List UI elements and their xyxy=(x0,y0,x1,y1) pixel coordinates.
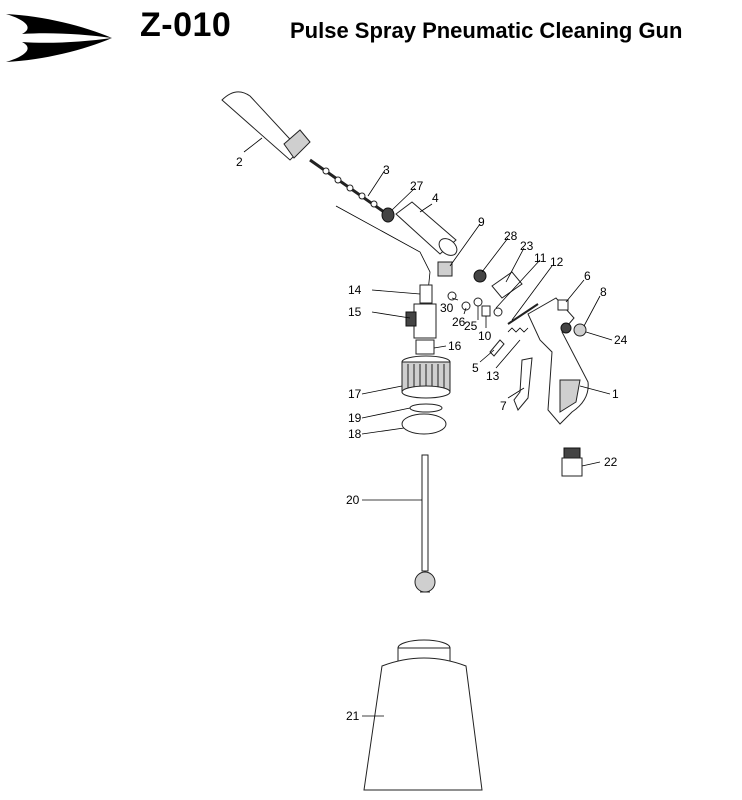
part-label: 26 xyxy=(452,315,466,329)
part-collar xyxy=(415,339,435,355)
part-air-fitting xyxy=(561,447,583,477)
part-label: 22 xyxy=(604,455,618,469)
part-ribbed-cap xyxy=(401,355,451,399)
part-label: 3 xyxy=(383,163,390,177)
part-label: 6 xyxy=(584,269,591,283)
part-label: 2 xyxy=(236,155,243,169)
part-label: 19 xyxy=(348,411,362,425)
part-label: 16 xyxy=(448,339,462,353)
part-sleeve xyxy=(395,201,458,256)
part-label: 28 xyxy=(504,229,518,243)
part-label: 30 xyxy=(440,301,454,315)
part-label: 23 xyxy=(520,239,534,253)
part-valve-body xyxy=(405,303,437,339)
part-gasket-18 xyxy=(401,413,447,435)
part-label: 17 xyxy=(348,387,362,401)
part-gun-body xyxy=(527,297,589,425)
part-washer xyxy=(473,269,487,283)
part-suction-tube xyxy=(414,454,436,593)
part-small-11 xyxy=(493,307,503,317)
part-label: 12 xyxy=(550,255,564,269)
part-rod xyxy=(507,303,539,325)
part-label: 7 xyxy=(500,399,507,413)
part-needle xyxy=(335,205,431,293)
part-label: 15 xyxy=(348,305,362,319)
part-label: 11 xyxy=(534,251,547,265)
part-label: 10 xyxy=(478,329,492,343)
part-label: 27 xyxy=(410,179,424,193)
part-small-nut xyxy=(557,299,569,311)
part-gasket-19 xyxy=(409,403,443,413)
part-label: 8 xyxy=(600,285,607,299)
part-label: 20 xyxy=(346,493,360,507)
part-small-ring-25 xyxy=(473,297,483,307)
part-small-ring-30 xyxy=(447,291,457,301)
part-label: 4 xyxy=(432,191,439,205)
part-label: 13 xyxy=(486,369,500,383)
part-label: 5 xyxy=(472,361,479,375)
part-label: 9 xyxy=(478,215,485,229)
part-label: 14 xyxy=(348,283,362,297)
part-fitting xyxy=(419,284,433,304)
part-pin xyxy=(489,339,505,357)
part-label: 25 xyxy=(464,319,478,333)
bird-wings-logo-icon xyxy=(6,14,112,62)
part-label: 21 xyxy=(346,709,360,723)
part-nozzle-cone xyxy=(221,91,311,161)
part-spring xyxy=(507,327,529,333)
part-tube xyxy=(309,158,385,214)
part-ring xyxy=(381,207,395,223)
part-small-10 xyxy=(481,305,491,317)
model-number: Z-010 xyxy=(140,6,232,44)
part-cap xyxy=(573,323,587,337)
part-nut xyxy=(437,261,453,277)
part-small-ring-26 xyxy=(461,301,471,311)
part-label: 1 xyxy=(612,387,619,401)
part-label: 24 xyxy=(614,333,628,347)
leader-lines xyxy=(243,137,613,717)
page-title: Pulse Spray Pneumatic Cleaning Gun xyxy=(290,18,683,43)
part-label: 18 xyxy=(348,427,362,441)
part-bottle xyxy=(363,639,483,791)
part-trigger xyxy=(513,357,533,411)
part-cylinder xyxy=(491,271,523,299)
header: Z-010 Pulse Spray Pneumatic Cleaning Gun xyxy=(0,0,742,70)
part-labels: 2 3 27 4 9 28 23 11 12 6 8 14 30 26 25 1… xyxy=(236,155,628,723)
